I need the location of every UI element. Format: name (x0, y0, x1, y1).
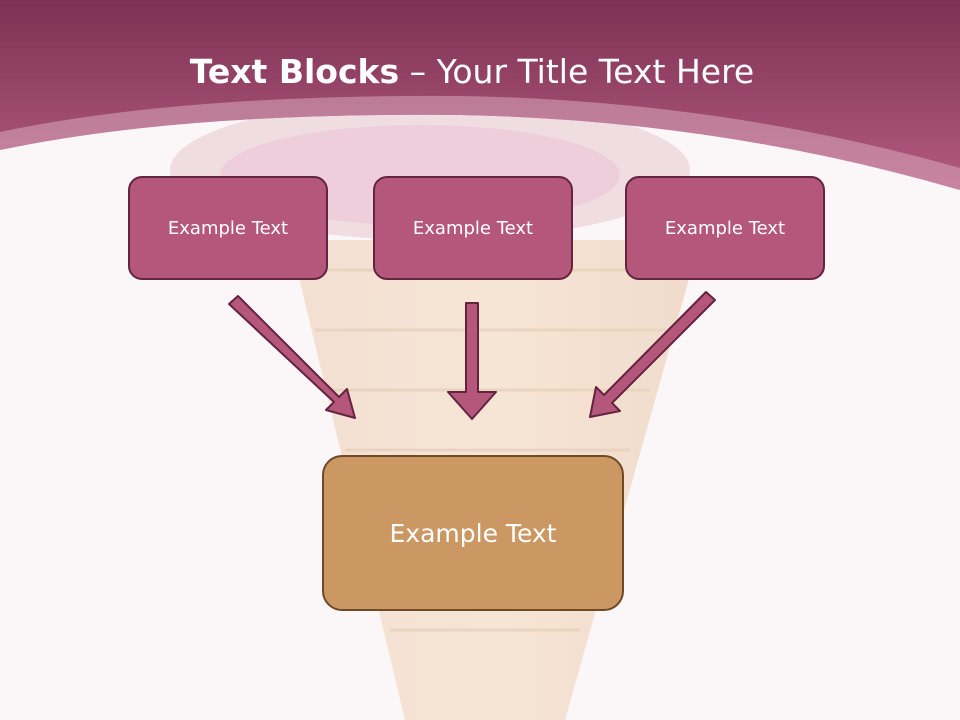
title-bold: Text Blocks (189, 52, 400, 91)
slide-title: Text Blocks – Your Title Text Here (0, 52, 944, 91)
arrow-left (228, 295, 356, 419)
title-rest: – Your Title Text Here (399, 52, 755, 91)
header-swoosh (0, 95, 960, 190)
header-band (0, 0, 960, 190)
arrow-center (447, 302, 497, 420)
text-block-center: Example Text (373, 176, 573, 280)
text-block-right: Example Text (625, 176, 825, 280)
text-block-bottom: Example Text (322, 455, 624, 611)
arrow-right (589, 291, 716, 418)
text-block-left: Example Text (128, 176, 328, 280)
